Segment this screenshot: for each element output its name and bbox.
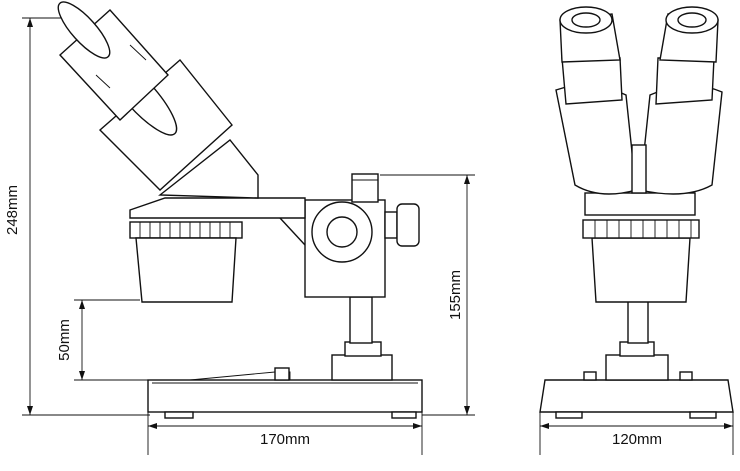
dimension-120: 120mm [539,412,734,455]
dimension-50: 50mm [56,299,150,381]
dimension-label-170: 170mm [260,431,310,448]
side-view [57,1,423,419]
dimension-label-120: 120mm [612,431,662,448]
dimension-label-248: 248mm [4,185,21,235]
dimension-label-50: 50mm [56,319,73,361]
dimension-label-155: 155mm [447,270,464,320]
dimension-155: 155mm [380,174,475,416]
dimension-170: 170mm [147,412,423,455]
dimension-248: 248mm [4,17,150,416]
front-view [539,6,734,419]
